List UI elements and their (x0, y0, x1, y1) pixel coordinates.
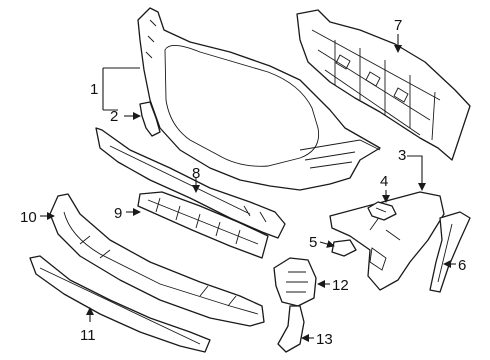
bumper-cover (49, 193, 265, 327)
callout-6: 6 (458, 257, 466, 274)
grille-frame (137, 7, 381, 191)
retainer-clip (367, 201, 397, 221)
callout-10: 10 (20, 209, 37, 226)
callout-1: 1 (90, 81, 98, 98)
callout-11: 11 (80, 327, 96, 344)
upper-support-panel (296, 9, 471, 161)
callout-7: 7 (394, 17, 402, 34)
fog-lamp-bezel (273, 257, 317, 307)
corner-trim (277, 305, 305, 353)
energy-absorber (137, 191, 269, 259)
callout-13: 13 (316, 331, 333, 348)
callout-12: 12 (332, 277, 349, 294)
callout-9: 9 (114, 205, 122, 222)
callout-3: 3 (398, 147, 406, 164)
tow-hook-cover (331, 239, 357, 257)
lower-valance (29, 255, 211, 353)
callout-5: 5 (309, 234, 317, 251)
callout-2: 2 (110, 108, 118, 125)
side-guide-strip (429, 211, 471, 293)
callout-4: 4 (380, 173, 388, 190)
grille-bracket (139, 101, 161, 137)
upper-trim-strip (95, 127, 286, 239)
callout-8: 8 (192, 165, 200, 182)
leader-lines (40, 34, 456, 342)
